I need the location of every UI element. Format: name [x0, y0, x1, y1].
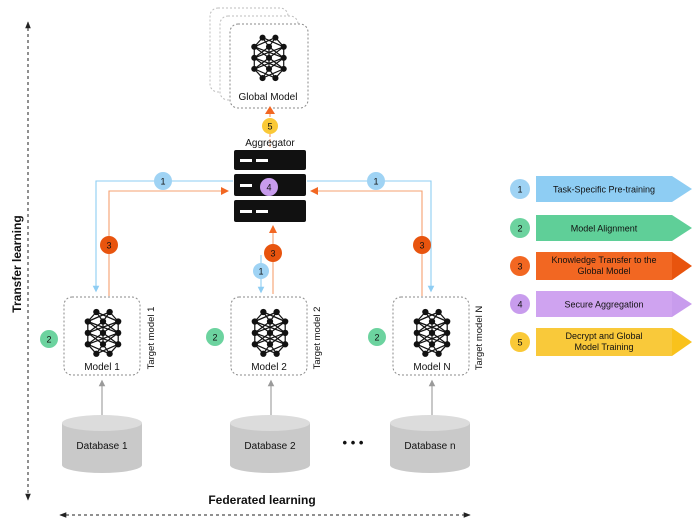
step-number-label: 5 [267, 122, 272, 132]
step-number-label: Model Alignment [571, 224, 638, 234]
step-badge-3-middle: 3 [264, 244, 282, 262]
target-model-2: Model 2 Target model 2 2 [206, 296, 323, 376]
step-number-label: 3 [106, 241, 111, 251]
aggregator: Aggregator 4 [234, 138, 306, 222]
step-badge-2: 2 [374, 333, 379, 343]
step-number-label: 1 [160, 177, 165, 187]
step-badge-3-left: 3 [100, 236, 118, 254]
target-model-side-label: Target model 1 [146, 307, 157, 370]
target-model-side-label: Target model 2 [312, 307, 323, 370]
federated-learning-label: Federated learning [208, 493, 315, 507]
step-number-label: 2 [517, 224, 522, 234]
step-number-label: 3 [270, 249, 275, 259]
legend-item-1: 1 Task-Specific Pre-training [510, 176, 692, 202]
global-model-label: Global Model [239, 92, 298, 103]
step-badge-5-global: 5 [262, 118, 278, 134]
step-number-label: 5 [517, 338, 522, 348]
step-badge-1-left: 1 [154, 172, 172, 190]
database-label: Database 2 [244, 441, 296, 452]
step-number-label: 4 [266, 183, 271, 193]
step-number-label: Model Training [574, 342, 633, 352]
global-model: Global Model [209, 7, 309, 109]
model-label: Model 1 [84, 362, 120, 373]
transfer-learning-label: Transfer learning [10, 215, 24, 312]
model-label: Model 2 [251, 362, 287, 373]
step-badge-3-right: 3 [413, 236, 431, 254]
step-number-label: 1 [258, 267, 263, 277]
step-badge-2: 2 [212, 333, 217, 343]
step-number-label: Knowledge Transfer to the [551, 255, 656, 265]
database-1: Database 1 [62, 415, 142, 473]
step-number-label: 1 [517, 185, 522, 195]
step-number-label: Decrypt and Global [565, 331, 642, 341]
model-label: Model N [413, 362, 450, 373]
step-number-label: 1 [373, 177, 378, 187]
legend-item-2: 2 Model Alignment [510, 215, 692, 241]
legend-item-4: 4 Secure Aggregation [510, 291, 692, 317]
legend-item-5: 5 Decrypt and Global Model Training [510, 328, 692, 356]
ellipsis: • • • [343, 435, 364, 450]
step-badge-2: 2 [46, 335, 51, 345]
step-number-label: 4 [517, 300, 522, 310]
step-number-label: 3 [419, 241, 424, 251]
target-model-1: Model 1 Target model 1 2 [40, 296, 157, 376]
step-badge-4: 4 [260, 178, 278, 196]
step-badge-1-middle: 1 [253, 263, 269, 279]
database-label: Database n [404, 441, 455, 452]
database-2: Database 2 [230, 415, 310, 473]
step-number-label: Global Model [577, 266, 630, 276]
database-n: Database n [390, 415, 470, 473]
legend: 1 Task-Specific Pre-training 2 Model Ali… [510, 176, 692, 356]
federated-learning-axis: Federated learning [59, 493, 471, 518]
database-label: Database 1 [76, 441, 128, 452]
transfer-learning-axis: Transfer learning [10, 21, 31, 501]
step-badge-1-right: 1 [367, 172, 385, 190]
target-model-side-label: Target model N [474, 306, 485, 371]
step-number-label: Secure Aggregation [564, 300, 643, 310]
target-model-n: Model N Target model N 2 [368, 296, 485, 376]
aggregator-label: Aggregator [245, 138, 295, 149]
step-number-label: Task-Specific Pre-training [553, 185, 655, 195]
legend-item-3: 3 Knowledge Transfer to the Global Model [510, 252, 692, 280]
step-number-label: 3 [517, 262, 522, 272]
